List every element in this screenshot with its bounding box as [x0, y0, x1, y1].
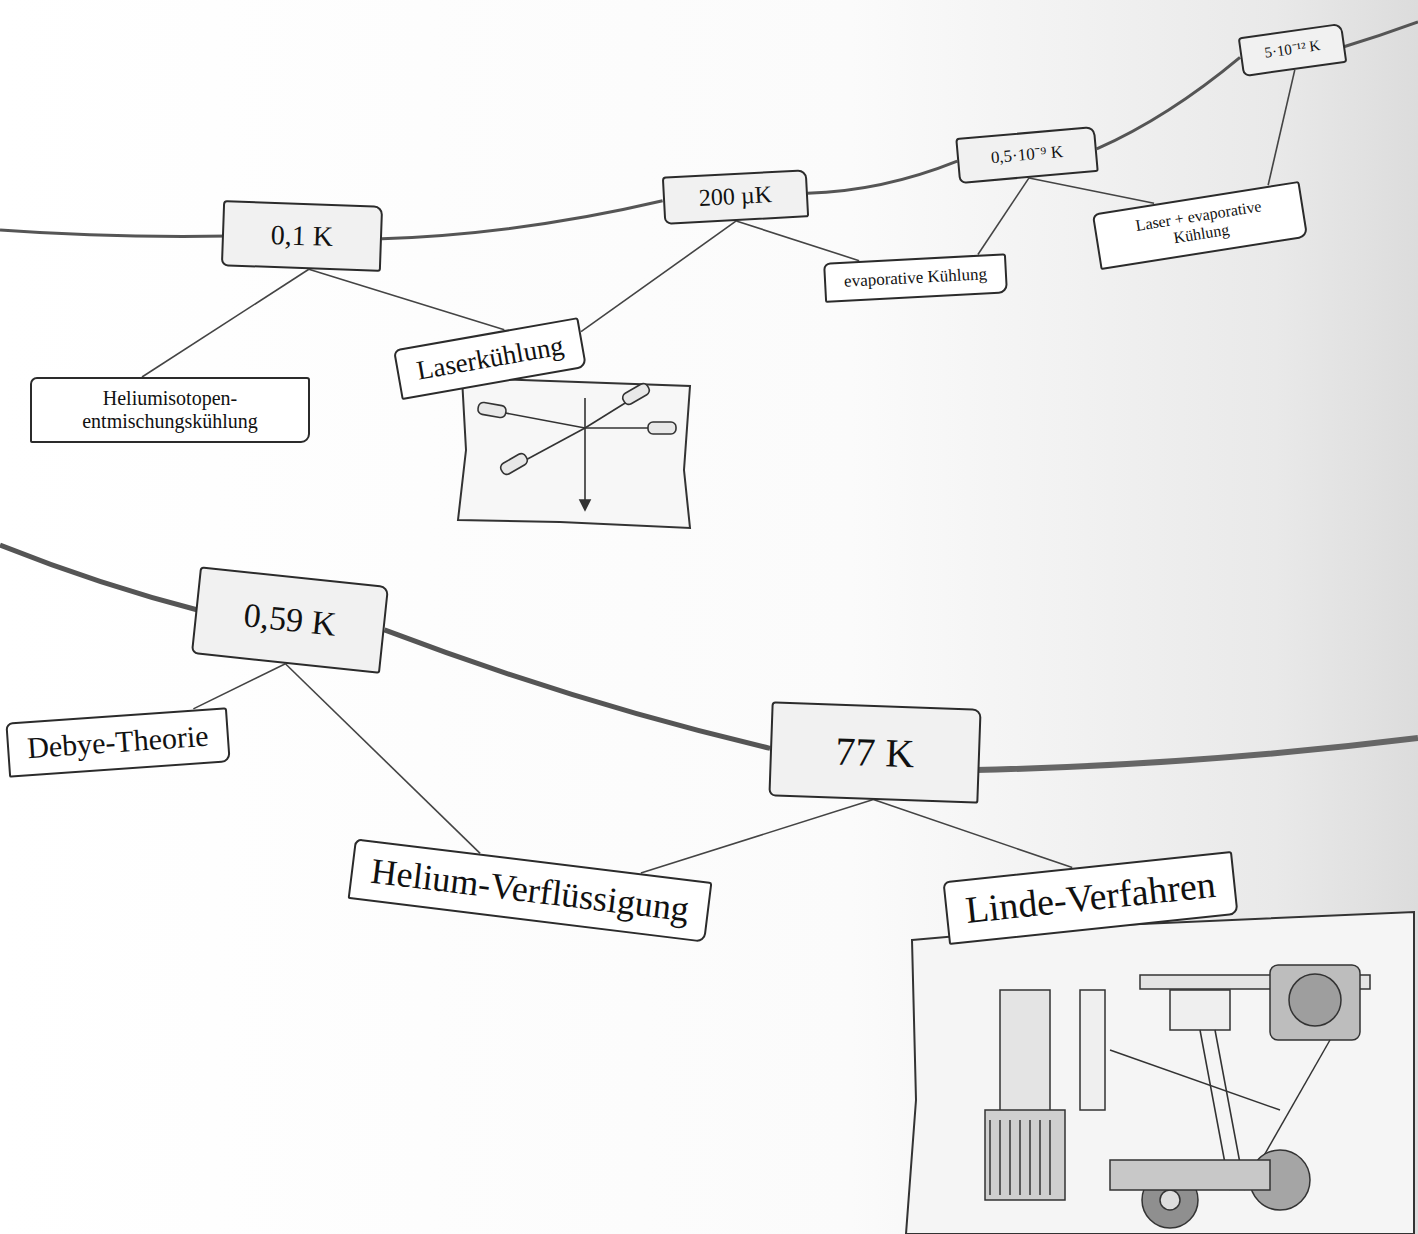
hanging-string [285, 664, 480, 854]
hanging-string [736, 221, 859, 261]
method-label: Laser + evaporative Kühlung [1113, 193, 1287, 256]
temperature-tag: 200 µK [661, 169, 808, 225]
rope [975, 738, 1418, 770]
hanging-string [1029, 178, 1154, 203]
temperature-label: 0,1 K [270, 219, 333, 253]
method-banner: Laser + evaporative Kühlung [1092, 180, 1308, 269]
rope [1097, 57, 1240, 149]
temperature-label: 0,59 K [242, 596, 338, 645]
method-banner: evaporative Kühlung [823, 253, 1008, 302]
method-banner: Linde-Verfahren [942, 851, 1238, 945]
temperature-label: 0,5·10⁻⁹ K [990, 142, 1064, 168]
hanging-string [1268, 70, 1295, 185]
method-label: Laserkühlung [414, 330, 566, 386]
temperature-tag: 0,1 K [221, 200, 383, 272]
hanging-string [978, 178, 1029, 255]
linde-machine-sketch [906, 912, 1414, 1234]
method-banner: Laserkühlung [393, 317, 587, 400]
rope [0, 230, 230, 236]
method-label: Heliumisotopen- entmischungskühlung [50, 387, 290, 433]
rope [382, 201, 663, 239]
hanging-string [641, 799, 873, 873]
temperature-label: 77 K [835, 728, 915, 777]
temperature-tag: 0,5·10⁻⁹ K [955, 126, 1098, 184]
rope [0, 545, 205, 612]
temperature-label: 200 µK [698, 181, 773, 212]
hanging-string [873, 799, 1072, 867]
rope [1340, 22, 1418, 48]
hanging-string [581, 221, 736, 332]
method-label: evaporative Kühlung [843, 264, 987, 291]
method-banner: Heliumisotopen- entmischungskühlung [30, 377, 310, 443]
laser-cooling-sketch [458, 378, 690, 528]
hanging-string [142, 269, 309, 377]
temperature-tag: 0,59 K [191, 566, 389, 673]
method-banner: Helium-Verflüssigung [348, 838, 713, 943]
method-label: Helium-Verflüssigung [369, 850, 692, 930]
method-label: Debye-Theorie [26, 718, 210, 765]
hanging-string [193, 664, 285, 709]
rope [384, 630, 770, 748]
temperature-label: 5·10⁻¹² K [1263, 38, 1321, 63]
method-banner: Debye-Theorie [5, 707, 230, 777]
temperature-tag: 5·10⁻¹² K [1237, 23, 1347, 77]
temperature-tag: 77 K [768, 701, 981, 803]
rope [807, 161, 957, 193]
hanging-string [309, 269, 504, 329]
method-label: Linde-Verfahren [963, 863, 1217, 933]
